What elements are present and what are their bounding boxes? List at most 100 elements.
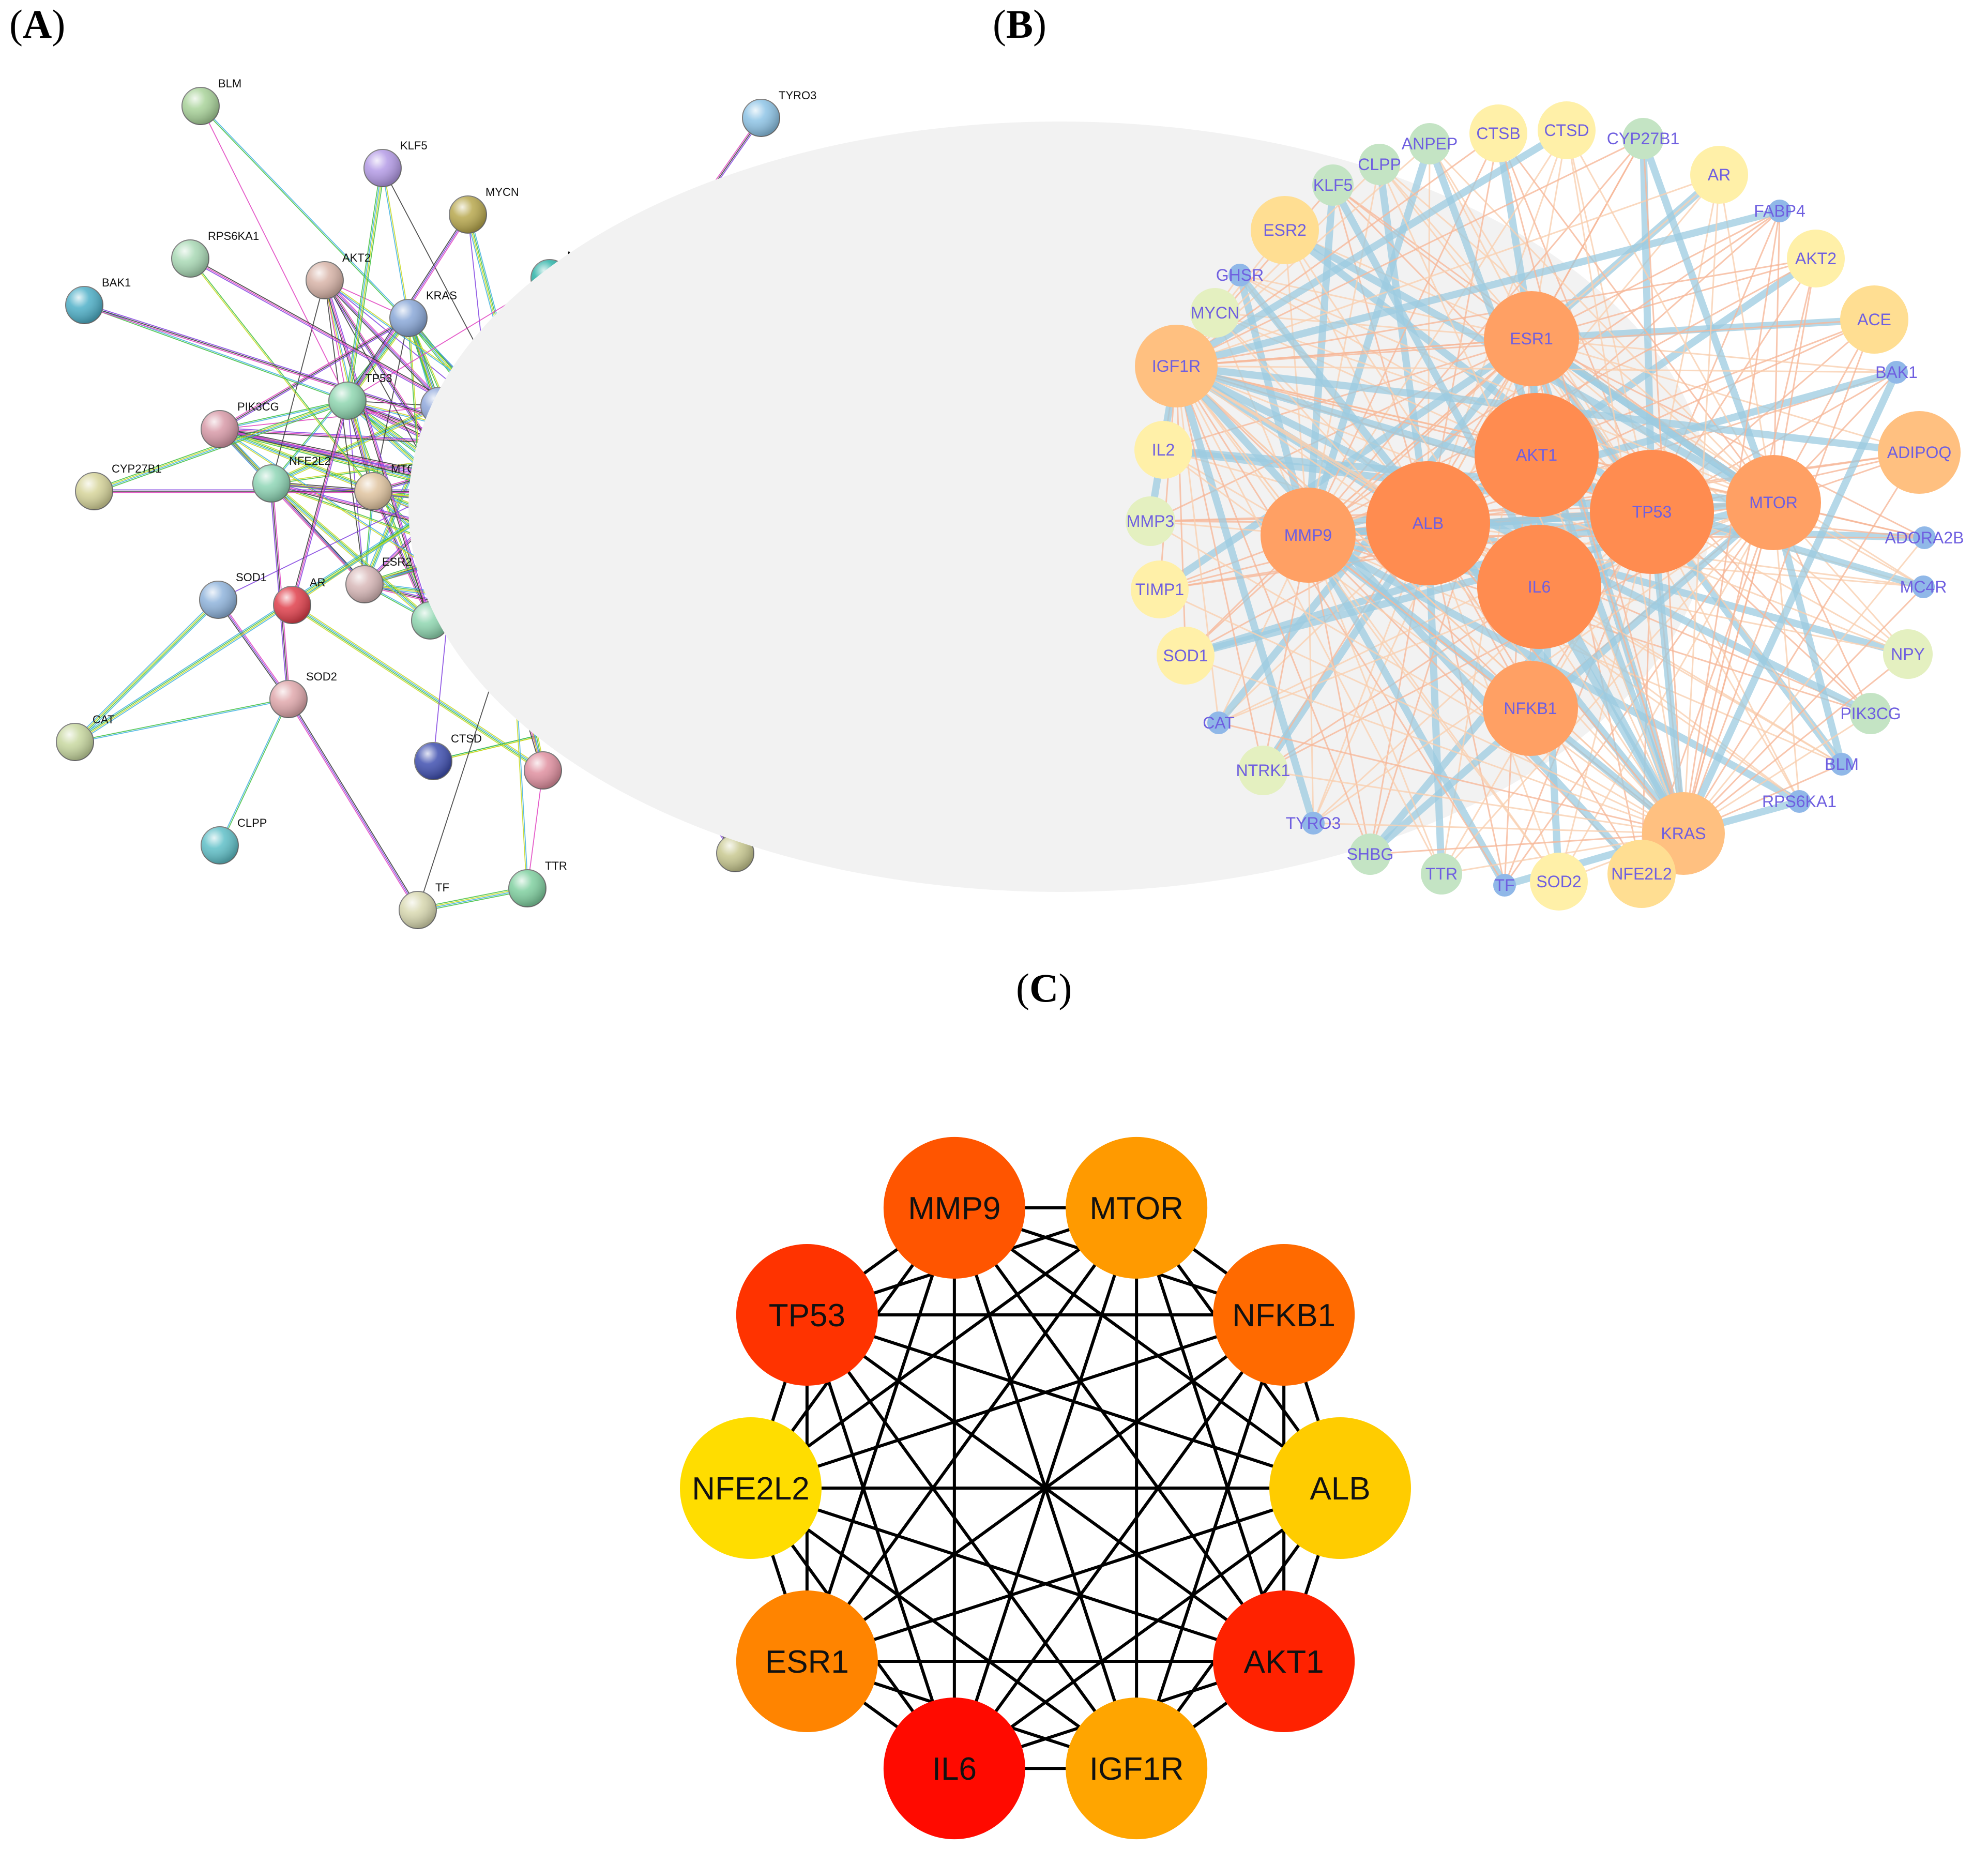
node-b-ntrk1[interactable]: NTRK1 bbox=[1236, 746, 1291, 795]
node-c-tp53[interactable]: TP53 bbox=[736, 1244, 878, 1386]
node-c-igf1r[interactable]: IGF1R bbox=[1066, 1698, 1208, 1840]
node-b-cat[interactable]: CAT bbox=[1203, 711, 1235, 734]
node-a-shbg[interactable]: SHBG bbox=[524, 741, 593, 790]
node-b-nfkb1[interactable]: NFKB1 bbox=[1483, 661, 1578, 756]
node-a-clpp[interactable]: CLPP bbox=[201, 816, 267, 865]
node-b-blm[interactable]: BLM bbox=[1825, 753, 1859, 776]
node-a-esr2[interactable]: ESR2 bbox=[345, 555, 412, 603]
node-b-circle bbox=[1477, 525, 1601, 649]
node-b-label: NTRK1 bbox=[1236, 761, 1291, 780]
node-a-rps6ka1[interactable]: RPS6KA1 bbox=[171, 230, 259, 278]
node-b-cyp27b1[interactable]: CYP27B1 bbox=[1607, 118, 1680, 159]
node-a-ttr[interactable]: TTR bbox=[508, 859, 567, 907]
node-b-esr2[interactable]: ESR2 bbox=[1251, 196, 1319, 264]
node-b-alb[interactable]: ALB bbox=[1366, 461, 1490, 585]
node-b-esr1[interactable]: ESR1 bbox=[1484, 291, 1579, 386]
node-a-ar[interactable]: AR bbox=[273, 576, 326, 624]
node-b-mycn[interactable]: MYCN bbox=[1190, 288, 1240, 338]
node-b-nfe2l2[interactable]: NFE2L2 bbox=[1607, 840, 1676, 908]
node-b-mc4r[interactable]: MC4R bbox=[1900, 575, 1947, 598]
node-a-mtor[interactable]: MTOR bbox=[354, 462, 424, 510]
node-b-circle bbox=[1228, 264, 1251, 286]
node-b-clpp[interactable]: CLPP bbox=[1358, 144, 1401, 185]
node-b-label: TTR bbox=[1425, 865, 1458, 883]
edge-b bbox=[1718, 174, 1774, 503]
node-b-timp1[interactable]: TIMP1 bbox=[1131, 560, 1189, 618]
node-a-nfe2l2[interactable]: NFE2L2 bbox=[252, 454, 331, 503]
node-b-anpep[interactable]: ANPEP bbox=[1402, 123, 1458, 164]
node-b-akt2[interactable]: AKT2 bbox=[1787, 230, 1845, 287]
node-b-ace[interactable]: ACE bbox=[1840, 285, 1908, 354]
node-c-nfkb1[interactable]: NFKB1 bbox=[1213, 1244, 1355, 1386]
node-a-akt2[interactable]: AKT2 bbox=[306, 251, 371, 299]
node-b-ghsr[interactable]: GHSR bbox=[1216, 264, 1264, 286]
node-a-sod1[interactable]: SOD1 bbox=[199, 571, 267, 619]
node-b-adipoq[interactable]: ADIPOQ bbox=[1878, 411, 1961, 494]
node-b-sod1[interactable]: SOD1 bbox=[1157, 627, 1215, 685]
node-a-tyro3[interactable]: TYRO3 bbox=[742, 89, 816, 137]
node-b-fabp4[interactable]: FABP4 bbox=[1754, 200, 1805, 222]
node-b-klf5[interactable]: KLF5 bbox=[1312, 164, 1354, 206]
node-c-alb[interactable]: ALB bbox=[1269, 1417, 1411, 1559]
node-b-circle bbox=[1913, 526, 1936, 549]
edge-a bbox=[347, 168, 384, 401]
edge-b bbox=[1173, 365, 1317, 825]
edge-a bbox=[220, 699, 290, 846]
node-b-circle bbox=[1359, 144, 1400, 185]
edge-a bbox=[346, 168, 383, 401]
node-b-sod2[interactable]: SOD2 bbox=[1530, 853, 1588, 911]
node-b-igf1r[interactable]: IGF1R bbox=[1135, 325, 1218, 407]
node-a-cat[interactable]: CAT bbox=[56, 713, 114, 761]
node-a-sod2[interactable]: SOD2 bbox=[269, 670, 337, 718]
node-c-mmp9[interactable]: MMP9 bbox=[883, 1136, 1025, 1279]
node-b-label: CYP27B1 bbox=[1607, 129, 1680, 148]
node-b-il6[interactable]: IL6 bbox=[1477, 525, 1601, 649]
node-a-mycn[interactable]: MYCN bbox=[449, 186, 519, 234]
node-b-ttr[interactable]: TTR bbox=[1421, 853, 1462, 895]
edge-b bbox=[1531, 338, 1897, 373]
node-b-circle bbox=[1850, 693, 1891, 734]
node-b-mtor[interactable]: MTOR bbox=[1726, 455, 1821, 550]
node-b-adora2b[interactable]: ADORA2B bbox=[1885, 526, 1964, 549]
node-b-circle bbox=[1912, 575, 1935, 598]
node-a-ctsd[interactable]: CTSD bbox=[414, 732, 482, 780]
edge-a bbox=[190, 257, 374, 491]
node-b-pik3cg[interactable]: PIK3CG bbox=[1840, 693, 1901, 734]
node-c-akt1[interactable]: AKT1 bbox=[1213, 1590, 1355, 1733]
node-a-cyp27b1[interactable]: CYP27B1 bbox=[75, 462, 162, 510]
edge-c bbox=[806, 1314, 956, 1769]
node-a-klf5[interactable]: KLF5 bbox=[363, 139, 428, 187]
node-a-tf[interactable]: TF bbox=[399, 881, 449, 929]
node-b-ar[interactable]: AR bbox=[1690, 146, 1748, 204]
node-c-mtor[interactable]: MTOR bbox=[1066, 1136, 1208, 1279]
node-a-pik3cg[interactable]: PIK3CG bbox=[201, 400, 279, 448]
node-b-bak1[interactable]: BAK1 bbox=[1875, 361, 1918, 384]
node-b-akt1[interactable]: AKT1 bbox=[1475, 393, 1599, 517]
node-c-il6[interactable]: IL6 bbox=[883, 1698, 1025, 1840]
node-c-nfe2l2[interactable]: NFE2L2 bbox=[680, 1417, 822, 1559]
edge-b bbox=[1307, 535, 1443, 874]
node-a-tp53[interactable]: TP53 bbox=[328, 372, 392, 420]
node-b-mmp3[interactable]: MMP3 bbox=[1126, 496, 1175, 546]
node-a-bak1[interactable]: BAK1 bbox=[65, 276, 131, 324]
node-b-ctsd[interactable]: CTSD bbox=[1538, 101, 1596, 159]
node-b-circle bbox=[1690, 146, 1748, 204]
node-c-label: TP53 bbox=[769, 1298, 845, 1333]
node-b-rps6ka1[interactable]: RPS6KA1 bbox=[1762, 790, 1837, 813]
node-b-mmp9[interactable]: MMP9 bbox=[1261, 488, 1356, 583]
node-b-il2[interactable]: IL2 bbox=[1134, 421, 1192, 479]
node-b-label: MTOR bbox=[1749, 493, 1798, 512]
node-b-tyro3[interactable]: TYRO3 bbox=[1286, 812, 1341, 835]
node-c-esr1[interactable]: ESR1 bbox=[736, 1590, 878, 1733]
node-b-shbg[interactable]: SHBG bbox=[1347, 834, 1394, 875]
node-a-kras[interactable]: KRAS bbox=[389, 289, 457, 337]
node-b-npy[interactable]: NPY bbox=[1883, 629, 1933, 679]
edge-b bbox=[1176, 338, 1532, 367]
node-c-label: ALB bbox=[1310, 1471, 1370, 1507]
node-b-ctsb[interactable]: CTSB bbox=[1469, 104, 1527, 162]
node-b-tf[interactable]: TF bbox=[1493, 874, 1516, 897]
node-b-tp53[interactable]: TP53 bbox=[1590, 450, 1714, 574]
node-b-label: TIMP1 bbox=[1135, 580, 1184, 599]
node-a-blm[interactable]: BLM bbox=[181, 77, 241, 125]
